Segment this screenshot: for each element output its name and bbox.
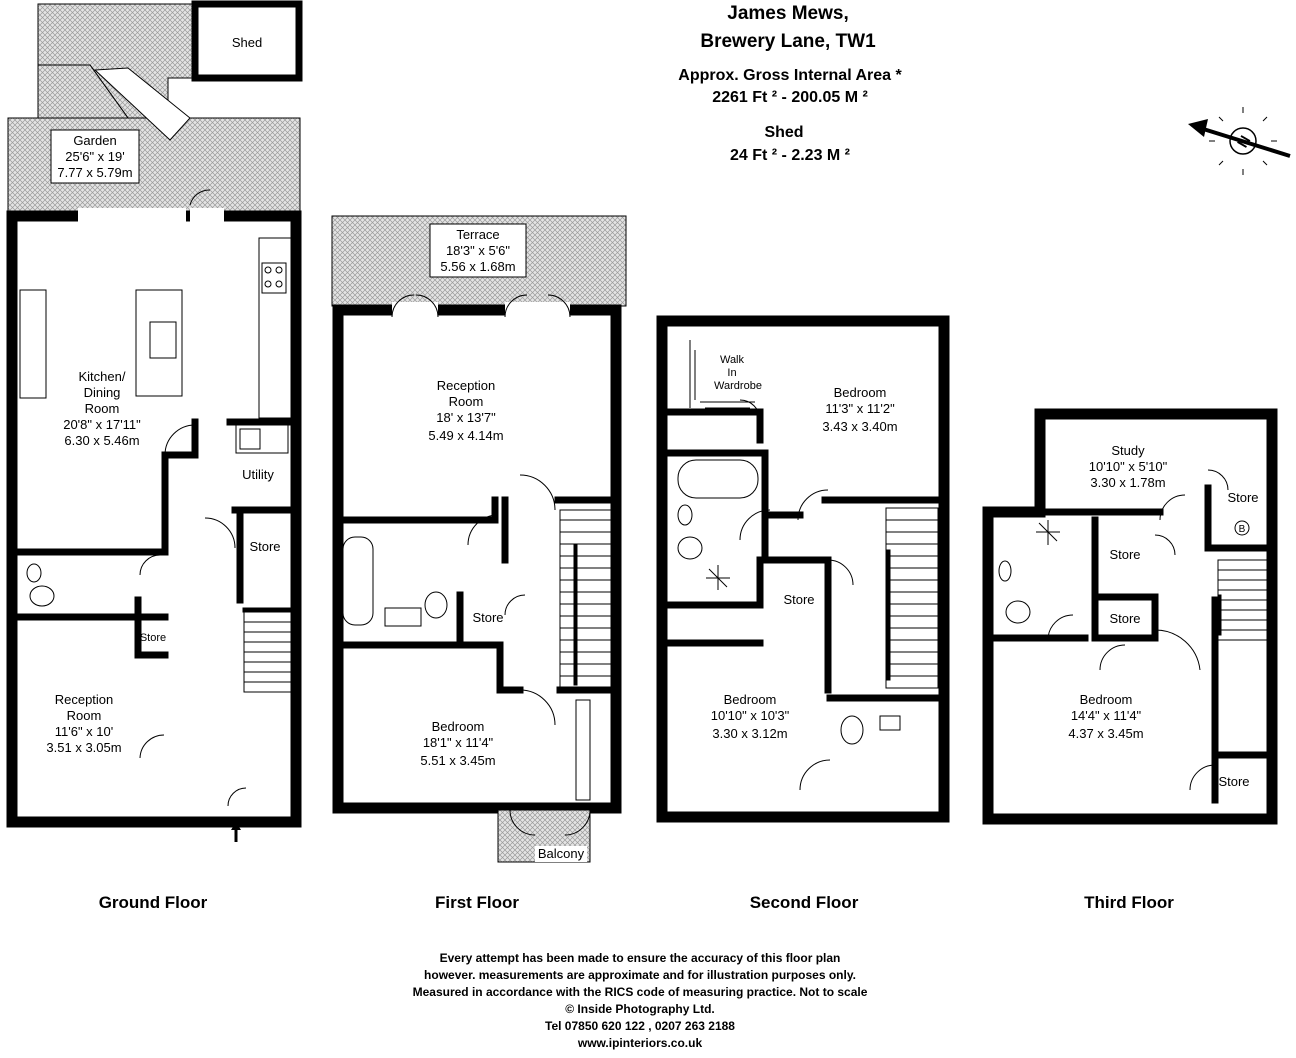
first-floor-label: First Floor (435, 893, 519, 912)
ground-shed-label: Shed (232, 35, 262, 50)
ground-store-2: Store (140, 632, 166, 644)
ground-reception-name-2: Room (67, 708, 102, 723)
garden-name: Garden (73, 133, 116, 148)
third-floor-label: Third Floor (1084, 893, 1174, 912)
ground-reception-name-1: Reception (55, 692, 114, 707)
kitchen-metric: 6.30 x 5.46m (64, 433, 139, 448)
terrace-imperial: 18'3" x 5'6" (446, 243, 510, 258)
third-store-2: Store (1109, 547, 1140, 562)
third-store-3: Store (1109, 611, 1140, 626)
area-label: Approx. Gross Internal Area * (678, 67, 902, 84)
ground-floor-label: Ground Floor (99, 893, 208, 912)
first-bedroom-imperial: 18'1" x 11'4" (423, 735, 494, 750)
website-link[interactable]: www.ipinteriors.co.uk (577, 1036, 703, 1050)
second-bedroom1-imperial: 11'3" x 11'2" (825, 401, 895, 416)
terrace-name: Terrace (456, 227, 499, 242)
second-floor-plan: Walk In Wardrobe Bedroom 11'3" x 11'2" 3… (656, 315, 950, 823)
area-value: 2261 Ft ² - 200.05 M ² (712, 89, 868, 106)
third-store-4: Store (1218, 774, 1249, 789)
second-floor-label: Second Floor (750, 893, 859, 912)
third-store-1: Store (1227, 490, 1258, 505)
garden-imperial: 25'6" x 19' (65, 149, 124, 164)
property-title-line2: Brewery Lane, TW1 (700, 31, 876, 52)
ground-floor-plan: Shed Garden 25'6" x 19' 7.77 x 5.79m (6, 0, 303, 842)
kitchen-name-2: Dining (84, 385, 121, 400)
first-bedroom-name: Bedroom (432, 719, 485, 734)
first-reception-imperial: 18' x 13'7" (436, 410, 496, 425)
walkin-label-3: Wardrobe (714, 380, 762, 392)
compass-icon: N (1188, 107, 1291, 175)
first-bedroom-metric: 5.51 x 3.45m (420, 753, 495, 768)
third-floor-plan: B Study 10'10" x 5'10" 3.30 x 1.78m Stor… (982, 408, 1278, 825)
second-bedroom1-metric: 3.43 x 3.40m (822, 419, 897, 434)
walkin-label-2: In (727, 367, 736, 379)
second-bedroom1-name: Bedroom (834, 385, 887, 400)
first-reception-name-1: Reception (437, 378, 496, 393)
second-store-label: Store (783, 592, 814, 607)
first-floor-plan: Terrace 18'3" x 5'6" 5.56 x 1.68m Balcon… (331, 215, 627, 863)
kitchen-name-3: Room (85, 401, 120, 416)
compass-north-label: N (1234, 133, 1254, 151)
second-bedroom2-imperial: 10'10" x 10'3" (711, 708, 790, 723)
third-bedroom-imperial: 14'4" x 11'4" (1071, 708, 1142, 723)
property-title-line1: James Mews, (727, 3, 848, 24)
ground-reception-metric: 3.51 x 3.05m (46, 740, 121, 755)
balcony-label: Balcony (538, 846, 585, 861)
third-bedroom-metric: 4.37 x 3.45m (1068, 726, 1143, 741)
study-metric: 3.30 x 1.78m (1090, 475, 1165, 490)
boiler-label: B (1239, 524, 1246, 535)
second-bedroom2-metric: 3.30 x 3.12m (712, 726, 787, 741)
terrace-metric: 5.56 x 1.68m (440, 259, 515, 274)
disclaimer: Every attempt has been made to ensure th… (413, 951, 868, 1050)
utility-label: Utility (242, 467, 274, 482)
first-reception-name-2: Room (449, 394, 484, 409)
walkin-label-1: Walk (720, 354, 745, 366)
kitchen-imperial: 20'8" x 17'11" (63, 417, 141, 432)
disclaimer-line-2: however. measurements are approximate an… (424, 968, 856, 982)
first-reception-metric: 5.49 x 4.14m (428, 428, 503, 443)
kitchen-name-1: Kitchen/ (79, 369, 126, 384)
first-store-label: Store (472, 610, 503, 625)
study-name: Study (1111, 443, 1145, 458)
second-bedroom2-name: Bedroom (724, 692, 777, 707)
disclaimer-line-3: Measured in accordance with the RICS cod… (413, 985, 868, 999)
phone-line: Tel 07850 620 122 , 0207 263 2188 (545, 1019, 735, 1033)
ground-reception-imperial: 11'6" x 10' (55, 724, 114, 739)
shed-area-label: Shed (764, 124, 803, 141)
copyright-line: © Inside Photography Ltd. (565, 1002, 715, 1016)
shed-area-value: 24 Ft ² - 2.23 M ² (730, 147, 850, 164)
third-bedroom-name: Bedroom (1080, 692, 1133, 707)
disclaimer-line-1: Every attempt has been made to ensure th… (440, 951, 841, 965)
study-imperial: 10'10" x 5'10" (1089, 459, 1168, 474)
ground-store-1: Store (249, 539, 280, 554)
garden-metric: 7.77 x 5.79m (57, 165, 132, 180)
